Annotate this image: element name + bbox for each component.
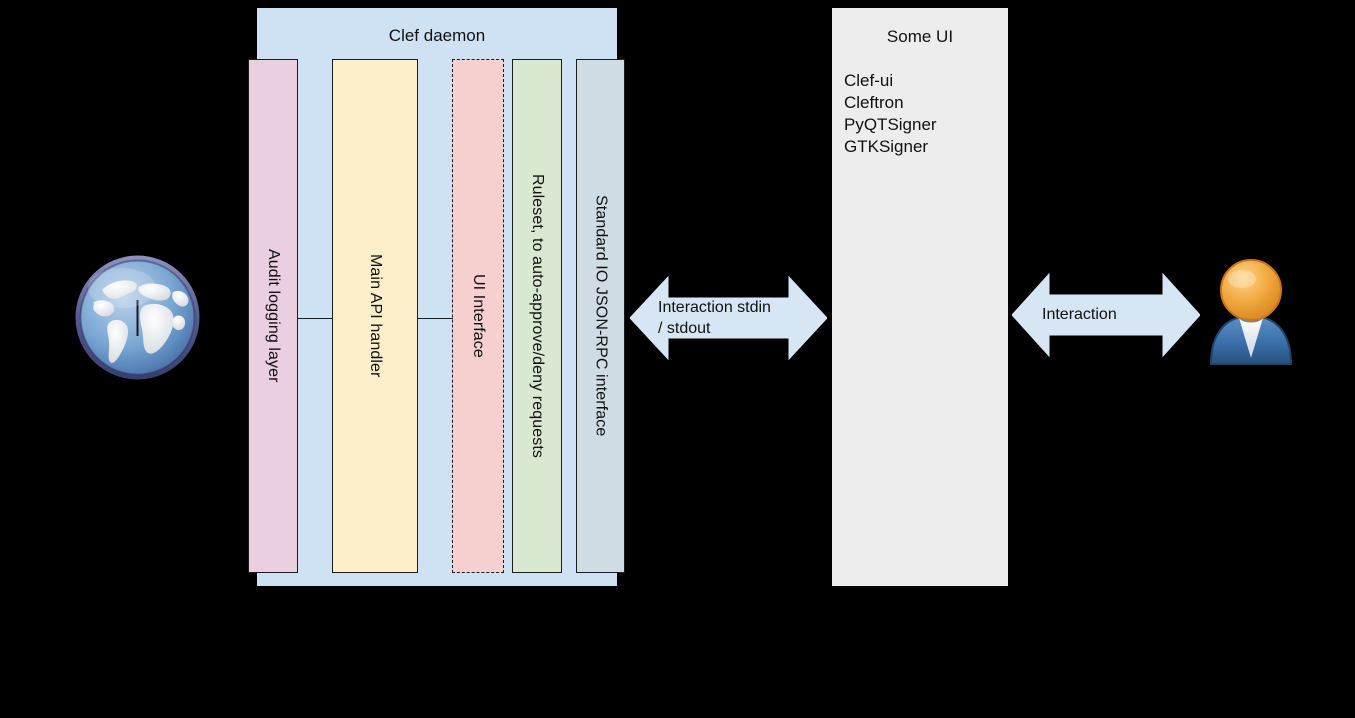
user-icon bbox=[1203, 254, 1299, 366]
column-ui-interface[interactable]: UI Interface bbox=[452, 59, 504, 573]
globe-icon bbox=[72, 252, 203, 383]
arrow-clef-to-some-ui: Interaction stdin / stdout bbox=[630, 275, 827, 361]
arrow-some-ui-to-user: Interaction bbox=[1012, 272, 1200, 358]
clef-daemon-container: Clef daemon bbox=[257, 8, 617, 586]
arrow-clef-to-some-ui-label-line1: Interaction stdin bbox=[658, 299, 771, 316]
connector-main-api-to-ui-interface bbox=[417, 318, 453, 319]
arrow-some-ui-to-user-label: Interaction bbox=[1042, 304, 1192, 325]
clef-daemon-title: Clef daemon bbox=[388, 26, 486, 45]
some-ui-box: Some UI Clef-ui Cleftron PyQTSigner GTKS… bbox=[832, 8, 1008, 586]
column-audit-logging-layer-label: Audit logging layer bbox=[265, 249, 282, 383]
list-item[interactable]: PyQTSigner bbox=[844, 115, 937, 134]
some-ui-title: Some UI bbox=[886, 27, 954, 46]
arrow-some-ui-to-user-label-line1: Interaction bbox=[1042, 306, 1117, 323]
column-main-api-handler-label: Main API handler bbox=[367, 254, 384, 378]
column-ruleset[interactable]: Ruleset, to auto-approve/deny requests bbox=[512, 59, 562, 573]
column-standard-io-json-rpc-label: Standard IO JSON-RPC interface bbox=[592, 195, 610, 437]
arrow-clef-to-some-ui-label: Interaction stdin / stdout bbox=[658, 297, 808, 339]
column-main-api-handler[interactable]: Main API handler bbox=[332, 59, 418, 573]
column-standard-io-json-rpc[interactable]: Standard IO JSON-RPC interface bbox=[576, 59, 625, 573]
some-ui-list: Clef-ui Cleftron PyQTSigner GTKSigner bbox=[844, 70, 1008, 158]
list-item[interactable]: GTKSigner bbox=[844, 137, 929, 156]
column-ui-interface-label: UI Interface bbox=[470, 274, 487, 358]
column-audit-logging-layer[interactable]: Audit logging layer bbox=[248, 59, 298, 573]
column-ruleset-label: Ruleset, to auto-approve/deny requests bbox=[529, 174, 546, 458]
connector-audit-to-main-api bbox=[297, 318, 333, 319]
arrow-clef-to-some-ui-label-line2: / stdout bbox=[658, 320, 711, 337]
list-item[interactable]: Cleftron bbox=[844, 93, 904, 112]
list-item[interactable]: Clef-ui bbox=[844, 71, 894, 90]
